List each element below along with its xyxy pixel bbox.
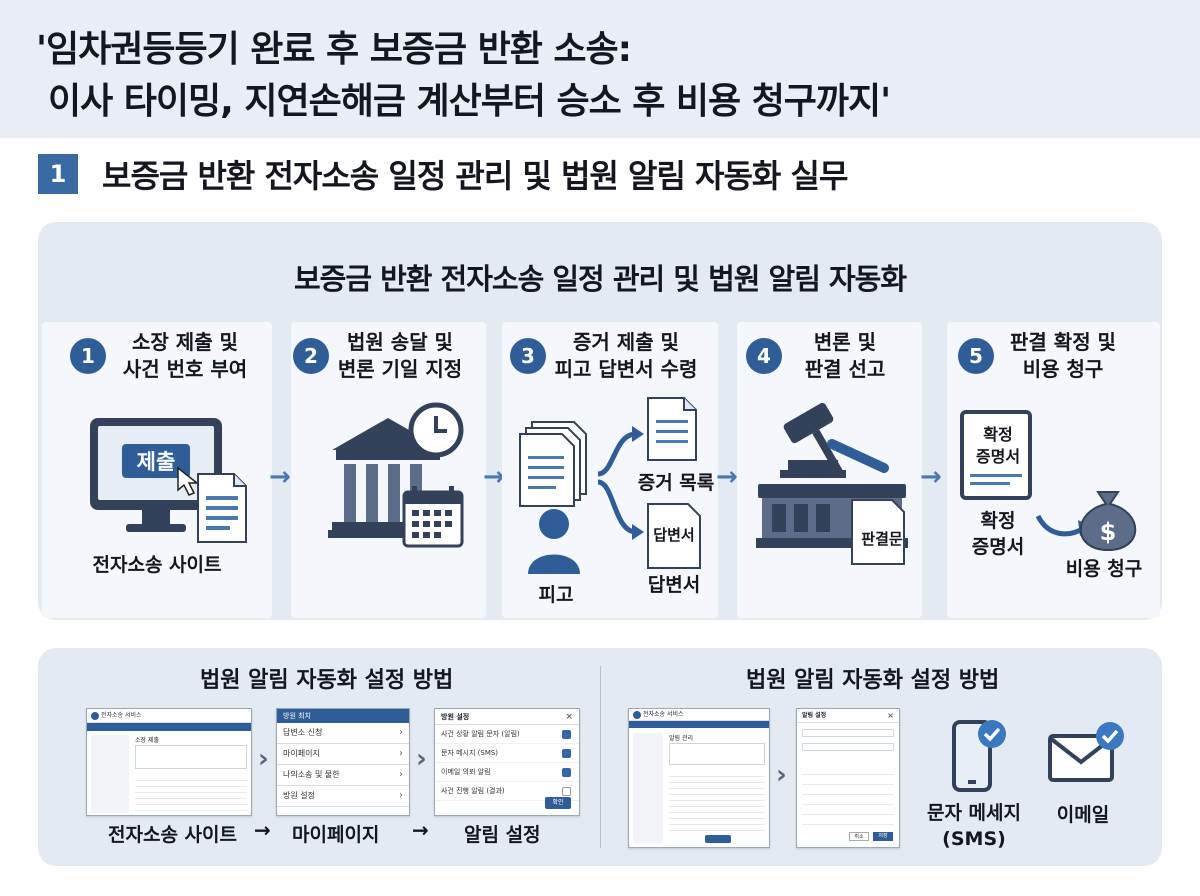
- answer-doc-text: 답변서: [653, 526, 695, 544]
- certificate-cost-icon: $: [960, 410, 1137, 552]
- flow-arrow-2: →: [483, 462, 505, 492]
- section-title: 보증금 반환 전자소송 일정 관리 및 법원 알림 자동화 실무: [102, 157, 848, 195]
- label-site: 전자소송 사이트: [108, 824, 237, 846]
- mini-site-sidebar: [633, 733, 663, 843]
- mini-site-heading: 소장 제출: [135, 737, 159, 744]
- flow-title: 보증금 반환 전자소송 일정 관리 및 법원 알림 자동화: [293, 262, 907, 296]
- mini-menu-item[interactable]: 방원 설정›: [277, 786, 409, 807]
- mini-setting-rows: [802, 765, 894, 825]
- step1-caption: 전자소송 사이트: [92, 554, 222, 576]
- documents-flow-icon: [519, 397, 701, 574]
- cancel-button[interactable]: 취소: [849, 832, 869, 841]
- mini-site-logo-text: 전자소송 서비스: [101, 712, 142, 719]
- mini-menu-header: 방원 최치: [277, 709, 409, 723]
- defendant-label: 피고: [538, 584, 574, 606]
- mini-site-screenshot: 전자소송 서비스 소장 제출: [86, 708, 252, 816]
- flow-arrow-4: →: [920, 462, 942, 492]
- settings-divider: [600, 666, 601, 848]
- phone-icon: [952, 720, 1006, 792]
- setting-row: 사건 상황 알림 문자 (알림): [435, 725, 579, 744]
- mini-site-cards: [135, 745, 247, 769]
- mini-site-screenshot-right: 전자소송 서비스 알림 관리: [628, 708, 770, 848]
- page-title-line2: 이사 타이밍, 지연손해금 계산부터 승소 후 비용 청구까지': [48, 81, 891, 122]
- mini-site-cards: [669, 743, 765, 765]
- step-number-4: 4: [746, 338, 782, 374]
- mini-settings-title: 방원 설정: [441, 713, 470, 721]
- mini-menu-screenshot: 방원 최치 답변소 신청› 마이페이지› 나의소송 및 물한› 방원 설정›: [276, 708, 410, 816]
- sms-label: 문자 메세지(SMS): [926, 802, 1021, 850]
- checkbox-unchecked[interactable]: [562, 787, 571, 796]
- mini-site-logo-text: 전자소송 서비스: [643, 711, 684, 718]
- mini-menu-item[interactable]: 마이페이지›: [277, 744, 409, 765]
- step-number-1: 1: [70, 338, 106, 374]
- mini-site-table: [135, 775, 247, 811]
- mini-site-table: [669, 771, 765, 831]
- title-band: [0, 0, 1200, 138]
- mini-settings-title: 알림 설정: [802, 712, 827, 719]
- mini-site-navbar: [629, 721, 769, 728]
- mini-site-sidebar: [91, 735, 129, 813]
- setting-row: 사건 진행 알림 (결과): [435, 782, 579, 801]
- left-settings-title: 법원 알림 자동화 설정 방법: [200, 668, 454, 693]
- mini-site-heading: 알림 관리: [669, 735, 693, 742]
- mini-input[interactable]: [802, 743, 894, 751]
- arrow-to-alarm: →: [412, 818, 429, 842]
- mini-menu-item[interactable]: 답변소 신청›: [277, 723, 409, 744]
- mini-alert-settings-screenshot: 알림 설정 × 취소 저장: [796, 708, 900, 848]
- email-label: 이메일: [1056, 804, 1110, 826]
- submit-button-label: 제출: [136, 450, 176, 474]
- site-logo-icon: [91, 712, 99, 720]
- mini-site-button[interactable]: [705, 835, 731, 843]
- step-number-2: 2: [293, 338, 329, 374]
- section-number: 1: [38, 154, 78, 194]
- site-logo-icon: [633, 711, 641, 719]
- email-icon: [1048, 722, 1124, 782]
- setting-row: 이메일 의뢰 알림: [435, 763, 579, 782]
- checkbox-checked[interactable]: [562, 749, 571, 758]
- cost-claim-label: 비용 청구: [1065, 558, 1143, 580]
- monitor-icon: [90, 418, 247, 543]
- checkbox-checked[interactable]: [562, 730, 571, 739]
- section-heading: 1 보증금 반환 전자소송 일정 관리 및 법원 알림 자동화 실무: [38, 152, 848, 196]
- mini-site-navbar: [87, 723, 251, 731]
- chevron-right-icon: ›: [258, 744, 269, 774]
- mini-menu-item[interactable]: 나의소송 및 물한›: [277, 765, 409, 786]
- svg-text:$: $: [1100, 518, 1117, 546]
- label-mypage: 마이페이지: [292, 824, 380, 846]
- checkbox-checked[interactable]: [562, 768, 571, 777]
- chevron-right-icon: ›: [416, 744, 427, 774]
- flow-arrow-1: →: [269, 462, 291, 492]
- step-number-3: 3: [510, 338, 546, 374]
- court-building-icon: [328, 402, 464, 548]
- step-number-5: 5: [958, 338, 994, 374]
- page-title-line1: '임차권등등기 완료 후 보증금 반환 소송:: [36, 29, 632, 70]
- mini-select[interactable]: [802, 729, 894, 737]
- right-settings-title: 법원 알림 자동화 설정 방법: [746, 668, 1000, 693]
- evidence-list-label: 증거 목록: [637, 472, 715, 494]
- confirm-button[interactable]: 확인: [545, 797, 571, 809]
- label-alarm: 알림 설정: [464, 824, 541, 846]
- close-icon[interactable]: ×: [565, 712, 573, 722]
- gavel-icon: [756, 402, 908, 565]
- chevron-right-icon: ›: [776, 760, 787, 790]
- save-button[interactable]: 저장: [873, 832, 893, 841]
- verdict-doc-text: 판결문: [861, 530, 903, 548]
- mini-settings-screenshot: 방원 설정 × 사건 상황 알림 문자 (알림) 문자 메시지 (SMS) 이메…: [434, 708, 580, 816]
- answer-label: 답변서: [647, 574, 701, 596]
- setting-row: 문자 메시지 (SMS): [435, 744, 579, 763]
- close-icon[interactable]: ×: [887, 711, 894, 720]
- flow-arrow-3: →: [716, 462, 738, 492]
- arrow-to-mypage: →: [254, 818, 271, 842]
